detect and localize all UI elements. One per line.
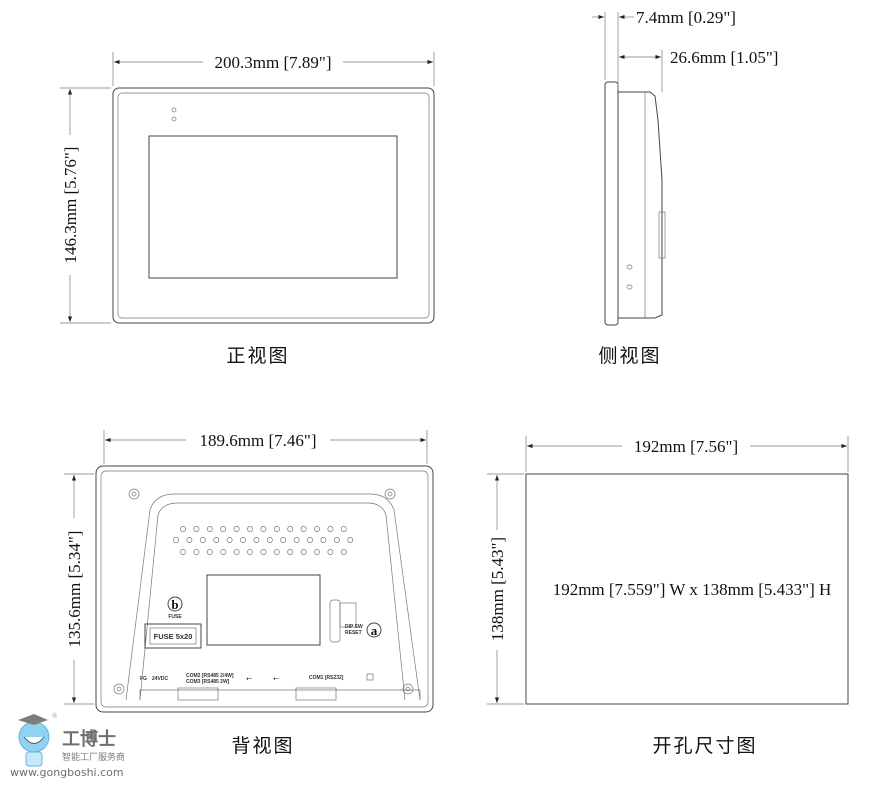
side-view: 7.4mm [0.29"] 26.6mm [1.05"] 侧视图 bbox=[592, 8, 778, 367]
svg-text:b: b bbox=[171, 597, 178, 612]
vent-hole bbox=[193, 549, 200, 555]
cutout-height-dimension: 138mm [5.43"] bbox=[488, 537, 507, 641]
vent-hole bbox=[260, 526, 267, 532]
vent-hole bbox=[300, 549, 307, 555]
vent-hole bbox=[233, 526, 240, 532]
front-view: 200.3mm [7.89"] 146.3mm [5.76"] 正视图 bbox=[59, 50, 435, 367]
com3-label: COM3 [RS485 2W] bbox=[186, 679, 230, 685]
watermark-url: www.gongboshi.com bbox=[10, 766, 124, 779]
vent-hole bbox=[180, 526, 186, 532]
power-label: 24VDC bbox=[152, 676, 169, 682]
vent-hole bbox=[186, 537, 193, 543]
com2-label: COM2 [RS485 2/4W] bbox=[186, 673, 234, 679]
vent-hole bbox=[314, 549, 320, 555]
vent-hole bbox=[273, 526, 280, 532]
vent-hole bbox=[206, 549, 213, 555]
vent-hole bbox=[226, 537, 233, 543]
mounting-screws bbox=[113, 488, 414, 695]
front-screen bbox=[148, 135, 398, 279]
cutout-width-dimension: 192mm [7.56"] bbox=[634, 437, 738, 456]
watermark-logo: ® 工博士 智能工厂服务商 www.gongboshi.com bbox=[10, 712, 125, 779]
vent-hole bbox=[333, 537, 340, 543]
ethernet-icon bbox=[366, 673, 374, 681]
vent-hole bbox=[287, 526, 294, 532]
vent-hole bbox=[240, 537, 246, 543]
fuse-label: FUSE bbox=[168, 614, 182, 620]
watermark-tagline: 智能工厂服务商 bbox=[62, 751, 125, 763]
back-view: b FUSE FUSE 5x20 DIP SW RESET a FG 24VDC… bbox=[63, 428, 434, 757]
dip-label: DIP SW bbox=[345, 624, 363, 630]
bezel-depth-dimension: 7.4mm [0.29"] bbox=[636, 8, 736, 27]
vent-hole bbox=[266, 537, 273, 543]
vent-hole bbox=[253, 537, 260, 543]
vent-hole bbox=[287, 549, 294, 555]
svg-text:®: ® bbox=[52, 712, 58, 720]
back-width-dimension: 189.6mm [7.46"] bbox=[200, 431, 317, 450]
usb-icon: ⭠ bbox=[273, 674, 280, 683]
vent-hole bbox=[213, 537, 220, 543]
vent-hole bbox=[247, 549, 253, 555]
cutout-rect bbox=[525, 473, 849, 705]
vent-hole bbox=[314, 526, 320, 532]
dip-switch bbox=[329, 599, 341, 643]
front-width-dimension: 200.3mm [7.89"] bbox=[215, 53, 332, 72]
vent-hole bbox=[347, 537, 354, 543]
back-height-dimension: 135.6mm [5.34"] bbox=[65, 531, 84, 648]
back-label-area bbox=[206, 574, 321, 646]
back-view-caption: 背视图 bbox=[231, 735, 294, 757]
vent-hole bbox=[327, 549, 334, 555]
fuse-marker bbox=[167, 596, 183, 612]
fg-label: FG bbox=[140, 676, 147, 682]
indicator-led bbox=[171, 116, 177, 122]
vent-hole bbox=[180, 549, 186, 555]
vent-hole bbox=[273, 549, 280, 555]
vent-hole bbox=[307, 537, 313, 543]
cutout-caption: 开孔尺寸图 bbox=[652, 735, 757, 757]
svg-text:FUSE 5x20: FUSE 5x20 bbox=[154, 632, 193, 641]
vent-hole bbox=[327, 526, 334, 532]
vent-hole bbox=[199, 537, 206, 543]
vent-hole bbox=[280, 537, 287, 543]
vent-hole bbox=[300, 526, 307, 532]
vent-hole bbox=[233, 549, 240, 555]
side-front-plate bbox=[604, 81, 619, 326]
cutout-spec: 192mm [7.559"] W x 138mm [5.433"] H bbox=[553, 580, 832, 599]
vent-hole bbox=[340, 526, 347, 532]
vent-hole bbox=[293, 537, 300, 543]
vent-hole bbox=[220, 549, 227, 555]
front-bezel-outer bbox=[112, 87, 435, 324]
front-view-caption: 正视图 bbox=[226, 345, 289, 367]
side-view-caption: 侧视图 bbox=[598, 345, 661, 367]
vent-hole bbox=[260, 549, 267, 555]
body-depth-dimension: 26.6mm [1.05"] bbox=[670, 48, 778, 67]
vent-hole bbox=[340, 549, 347, 555]
com1-label: COM1 [RS232] bbox=[309, 675, 344, 681]
vent-hole bbox=[206, 526, 213, 532]
vent-hole bbox=[193, 526, 200, 532]
vent-hole bbox=[247, 526, 253, 532]
front-height-dimension: 146.3mm [5.76"] bbox=[61, 147, 80, 264]
side-body bbox=[618, 91, 663, 319]
usb-icon: ⭠ bbox=[246, 674, 253, 683]
back-outer bbox=[95, 465, 434, 713]
svg-text:a: a bbox=[371, 623, 378, 638]
watermark-name: 工博士 bbox=[62, 728, 116, 750]
fuse-holder bbox=[144, 623, 202, 649]
vent-hole bbox=[173, 537, 179, 543]
dip-marker bbox=[366, 622, 382, 638]
vent-holes bbox=[173, 526, 354, 555]
reset-label: RESET bbox=[345, 630, 362, 636]
cutout-view: 192mm [7.56"] 138mm [5.43"] 192mm [7.559… bbox=[486, 434, 849, 757]
vent-hole bbox=[220, 526, 227, 532]
indicator-led bbox=[171, 107, 177, 113]
vent-hole bbox=[320, 537, 327, 543]
